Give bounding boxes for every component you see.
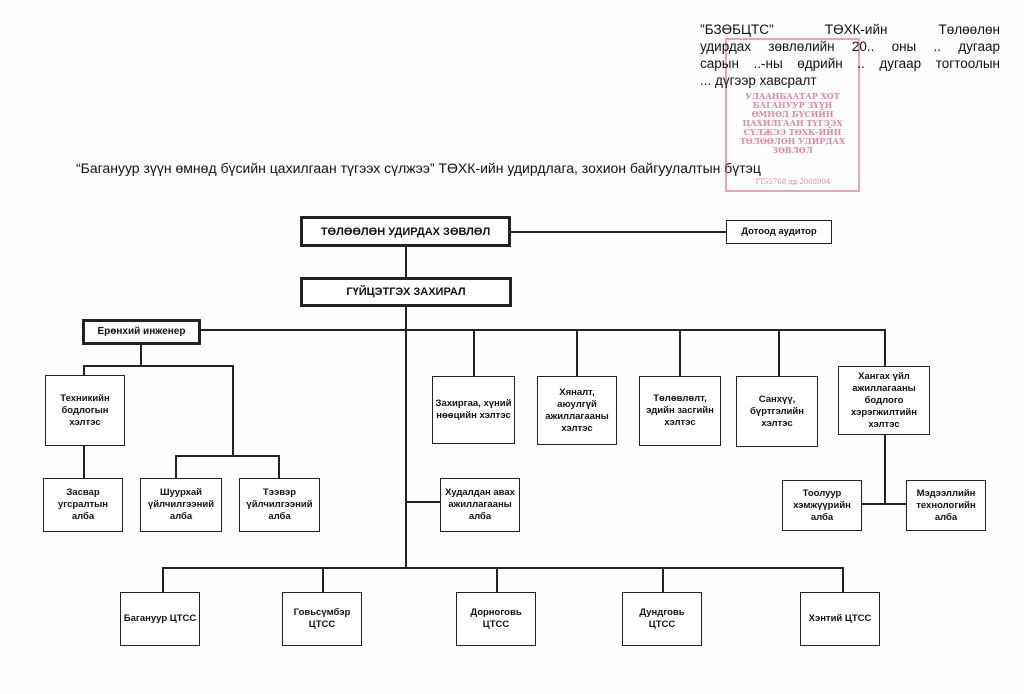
connector — [322, 567, 324, 592]
procurement-unit-box: Худалдан авах ажиллагааны алба — [440, 478, 520, 532]
header-line: сарын ..-ны өдрийн .. дугаар тогтоолын — [700, 56, 1000, 71]
connector — [232, 365, 234, 456]
stamp-line: ӨМНӨД БҮСИЙН — [751, 109, 834, 119]
connector — [662, 567, 664, 592]
branch-box: Хэнтий ЦТСС — [800, 592, 880, 646]
chart-title: “Багануур зүүн өмнөд бүсийн цахилгаан тү… — [76, 160, 761, 176]
stamp-line: БАГАНУУР ЗҮҮН — [752, 100, 833, 110]
header-line: "БЗӨБЦТС" ТӨХК-ийн Төлөөлөн — [700, 22, 1000, 37]
metering-unit-box: Тоолуур хэмжүүрийн алба — [782, 480, 862, 531]
stamp-line: ТӨЛӨӨЛӨН УДИРДАХ — [739, 136, 846, 146]
board-box: ТӨЛӨӨЛӨН УДИРДАХ ЗӨВЛӨЛ — [300, 216, 511, 247]
connector — [140, 344, 142, 365]
ceo-box: ГҮЙЦЭТГЭХ ЗАХИРАЛ — [300, 277, 512, 307]
branch-box: Дорноговь ЦТСС — [456, 592, 536, 646]
admin-dept-box: Захиргаа, хүний нөөцийн хэлтэс — [432, 376, 515, 444]
header-line: удирдах зөвлөлийн 20.. оны .. дугаар — [700, 39, 1000, 54]
connector — [778, 330, 780, 376]
stamp-line: ЗӨВЛӨЛ — [772, 145, 813, 155]
it-unit-box: Мэдээллийн технологийн алба — [906, 480, 986, 531]
connector — [83, 445, 85, 478]
connector — [175, 455, 177, 478]
connector — [496, 567, 498, 592]
connector — [175, 455, 279, 457]
connector — [473, 330, 475, 376]
connector — [862, 503, 906, 505]
connector — [406, 501, 440, 503]
safety-dept-box: Хяналт, аюулгүй ажиллагааны хэлтэс — [537, 376, 617, 445]
branch-box: Дундговь ЦТСС — [622, 592, 702, 646]
branch-box: Багануур ЦТСС — [120, 592, 200, 646]
connector — [405, 246, 407, 568]
stamp-line: ЦАХИЛГААН ТҮГЭЭХ — [742, 118, 843, 128]
connector — [842, 567, 844, 592]
stamp-registry: ТТ55768 дд 2008994 — [754, 178, 831, 186]
connector — [83, 365, 234, 367]
annex-header: "БЗӨБЦТС" ТӨХК-ийн Төлөөлөн удирдах зөвл… — [700, 21, 1000, 89]
finance-dept-box: Санхүү, бүртгэлийн хэлтэс — [736, 376, 818, 447]
header-line: ... дүгээр хавсралт — [700, 73, 817, 88]
connector — [162, 567, 164, 592]
supply-dept-box: Хангах үйл ажиллагааны бодлого хэрэгжилт… — [838, 366, 930, 435]
connector — [576, 330, 578, 376]
connector — [162, 567, 844, 569]
connector — [200, 329, 886, 331]
branch-box: Говьсүмбэр ЦТСС — [282, 592, 362, 646]
planning-dept-box: Төлөвлөлт, эдийн засгийн хэлтэс — [639, 376, 721, 446]
connector — [679, 330, 681, 376]
chief-engineer-box: Ерөнхий инженер — [82, 319, 201, 345]
repair-unit-box: Засвар угсралтын алба — [43, 478, 123, 532]
auditor-box: Дотоод аудитор — [726, 220, 832, 244]
connector — [83, 365, 85, 375]
stamp-line: СҮЛЖЭЭ ТӨХК-ИЙН — [743, 127, 842, 137]
connector — [278, 455, 280, 478]
connector — [510, 231, 726, 233]
transport-unit-box: Тээвэр үйлчилгээний алба — [239, 478, 320, 532]
stamp-line: УЛААНБААТАР ХОТ — [745, 91, 840, 101]
dispatch-unit-box: Шуурхай үйлчилгээний алба — [140, 478, 222, 532]
technical-dept-box: Техникийн бодлогын хэлтэс — [45, 375, 125, 446]
official-stamp — [725, 38, 860, 192]
stamp-text: УЛААНБААТАР ХОТ БАГАНУУР ЗҮҮН ӨМНӨД БҮСИ… — [725, 92, 860, 155]
